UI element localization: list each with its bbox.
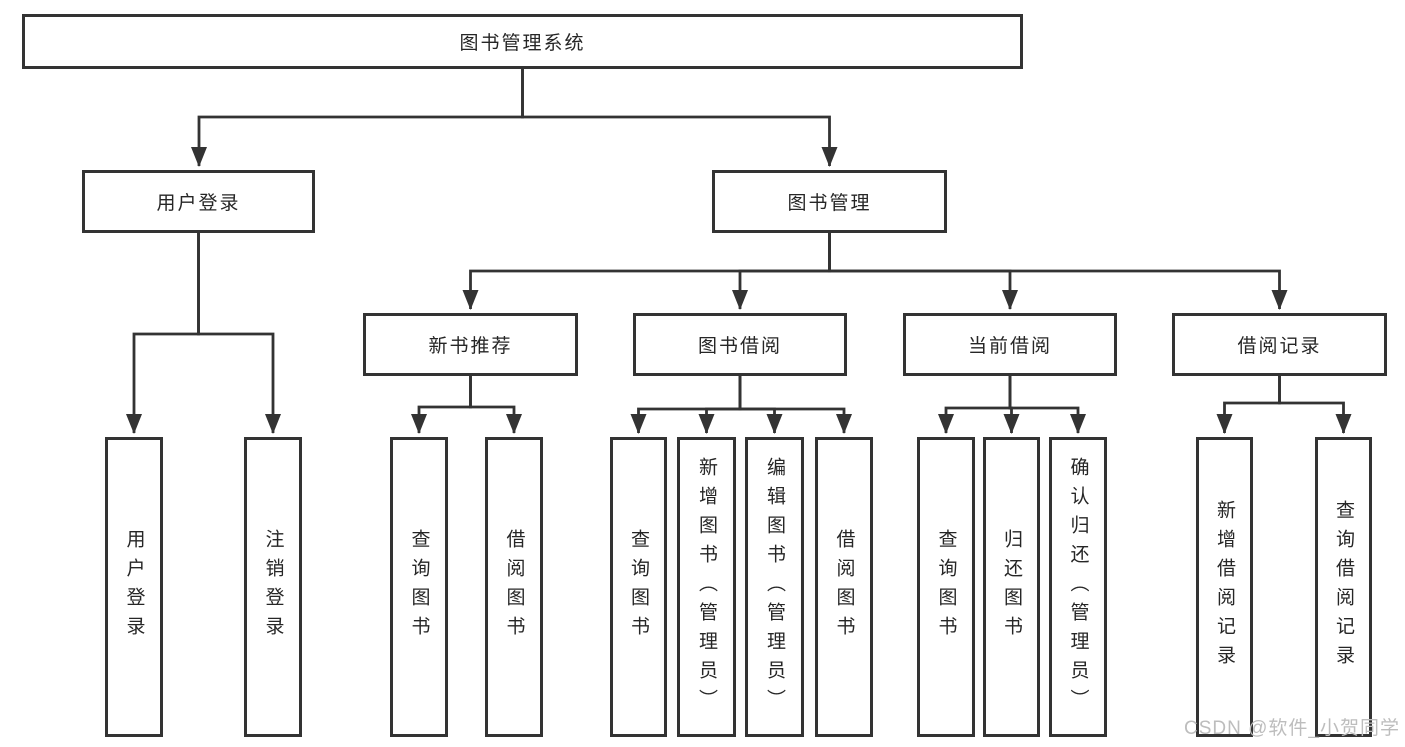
node-label: 图书管理 <box>787 193 872 214</box>
node-label: 查询图书 <box>408 529 430 645</box>
leaf-borrow-books-2: 借阅图书 <box>815 437 873 737</box>
node-book-management: 图书管理 <box>712 170 947 233</box>
node-borrow-records: 借阅记录 <box>1172 313 1387 376</box>
node-label: 借阅记录 <box>1237 336 1322 357</box>
node-current-borrow: 当前借阅 <box>903 313 1117 376</box>
leaf-edit-book-admin: 编辑图书（管理员） <box>745 437 804 737</box>
node-book-borrow: 图书借阅 <box>633 313 847 376</box>
leaf-user-login: 用户登录 <box>105 437 163 737</box>
leaf-add-borrow-record: 新增借阅记录 <box>1196 437 1253 737</box>
node-label: 当前借阅 <box>967 336 1052 357</box>
node-root-library-system: 图书管理系统 <box>22 14 1023 69</box>
node-label: 编辑图书（管理员） <box>764 456 785 718</box>
leaf-borrow-books-1: 借阅图书 <box>485 437 543 737</box>
node-label: 查询图书 <box>935 529 957 645</box>
node-label: 新增图书（管理员） <box>696 456 717 718</box>
leaf-query-books-2: 查询图书 <box>610 437 667 737</box>
leaf-query-borrow-record: 查询借阅记录 <box>1315 437 1372 737</box>
node-label: 用户登录 <box>123 529 145 645</box>
leaf-logout: 注销登录 <box>244 437 302 737</box>
csdn-watermark: CSDN @软件_小贺同学 <box>1184 718 1400 739</box>
node-label: 归还图书 <box>1001 529 1022 645</box>
node-new-book-recommend: 新书推荐 <box>363 313 578 376</box>
node-label: 图书管理系统 <box>459 33 586 54</box>
leaf-query-books-1: 查询图书 <box>390 437 448 737</box>
node-label: 借阅图书 <box>833 529 855 645</box>
node-label: 图书借阅 <box>697 336 782 357</box>
node-label: 查询借阅记录 <box>1333 500 1354 674</box>
node-label: 确认归还（管理员） <box>1067 456 1089 718</box>
node-label: 新增借阅记录 <box>1214 500 1235 674</box>
leaf-add-book-admin: 新增图书（管理员） <box>677 437 736 737</box>
node-label: 借阅图书 <box>503 529 525 645</box>
leaf-confirm-return-admin: 确认归还（管理员） <box>1049 437 1107 737</box>
node-label: 查询图书 <box>628 529 649 645</box>
node-label: 注销登录 <box>262 529 284 645</box>
leaf-query-books-3: 查询图书 <box>917 437 975 737</box>
node-user-login: 用户登录 <box>82 170 315 233</box>
leaf-return-book: 归还图书 <box>983 437 1040 737</box>
node-label: 用户登录 <box>156 193 241 214</box>
node-label: 新书推荐 <box>428 336 513 357</box>
